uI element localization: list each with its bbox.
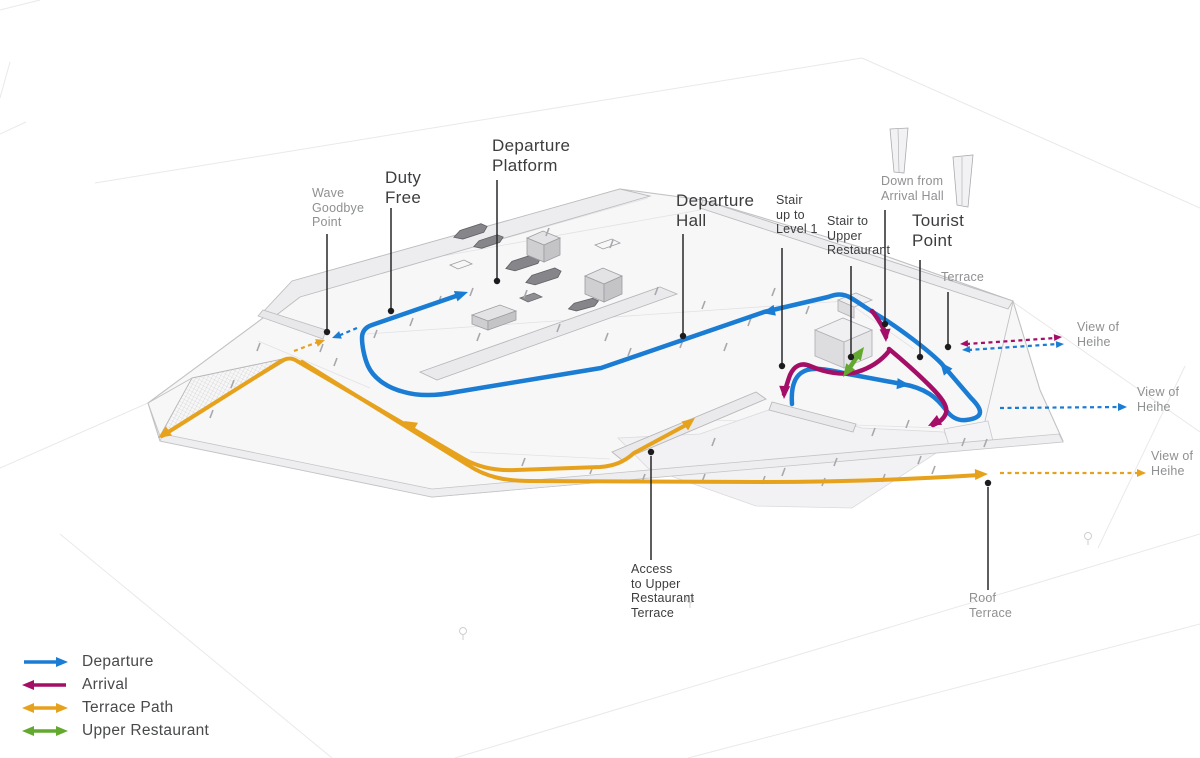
legend-item-departure: Departure — [20, 650, 209, 673]
legend: Departure Arrival Terrace Path Upper Res… — [20, 650, 209, 742]
leader-lines — [326, 180, 989, 590]
back-wall — [699, 199, 1014, 310]
front-fascia — [159, 433, 1064, 498]
kiosks — [448, 230, 624, 331]
boats — [453, 223, 600, 312]
trees — [459, 532, 1092, 640]
restaurant-arrowheads — [843, 347, 864, 377]
terrace-path-arrow-icon — [22, 702, 68, 713]
legend-item-upper-restaurant: Upper Restaurant — [20, 719, 209, 742]
legend-item-terrace-path: Terrace Path — [20, 696, 209, 719]
terrace-path-arrowheads — [158, 418, 988, 480]
building — [147, 127, 1092, 640]
legend-item-arrival: Arrival — [20, 673, 209, 696]
legend-label-departure: Departure — [82, 652, 154, 670]
legend-label-upper-restaurant: Upper Restaurant — [82, 721, 210, 739]
departure-view-dashed — [337, 326, 1121, 410]
masts — [889, 127, 974, 208]
terrace-view-dashed — [293, 340, 1138, 475]
departure-arrowheads — [453, 291, 953, 390]
arrival-arrowheads — [779, 328, 943, 426]
arrival-view-dashed — [965, 336, 1057, 346]
legend-label-terrace-path: Terrace Path — [82, 698, 174, 716]
departure-arrow-icon — [24, 656, 68, 667]
legend-label-arrival: Arrival — [82, 675, 129, 693]
hall-wall — [418, 286, 679, 381]
arrival-arrow-icon — [22, 679, 66, 690]
upper-restaurant-arrow-icon — [22, 725, 68, 736]
terrace-path-lines — [160, 356, 982, 484]
departure-path-line — [359, 292, 983, 423]
leader-dots — [323, 277, 992, 487]
